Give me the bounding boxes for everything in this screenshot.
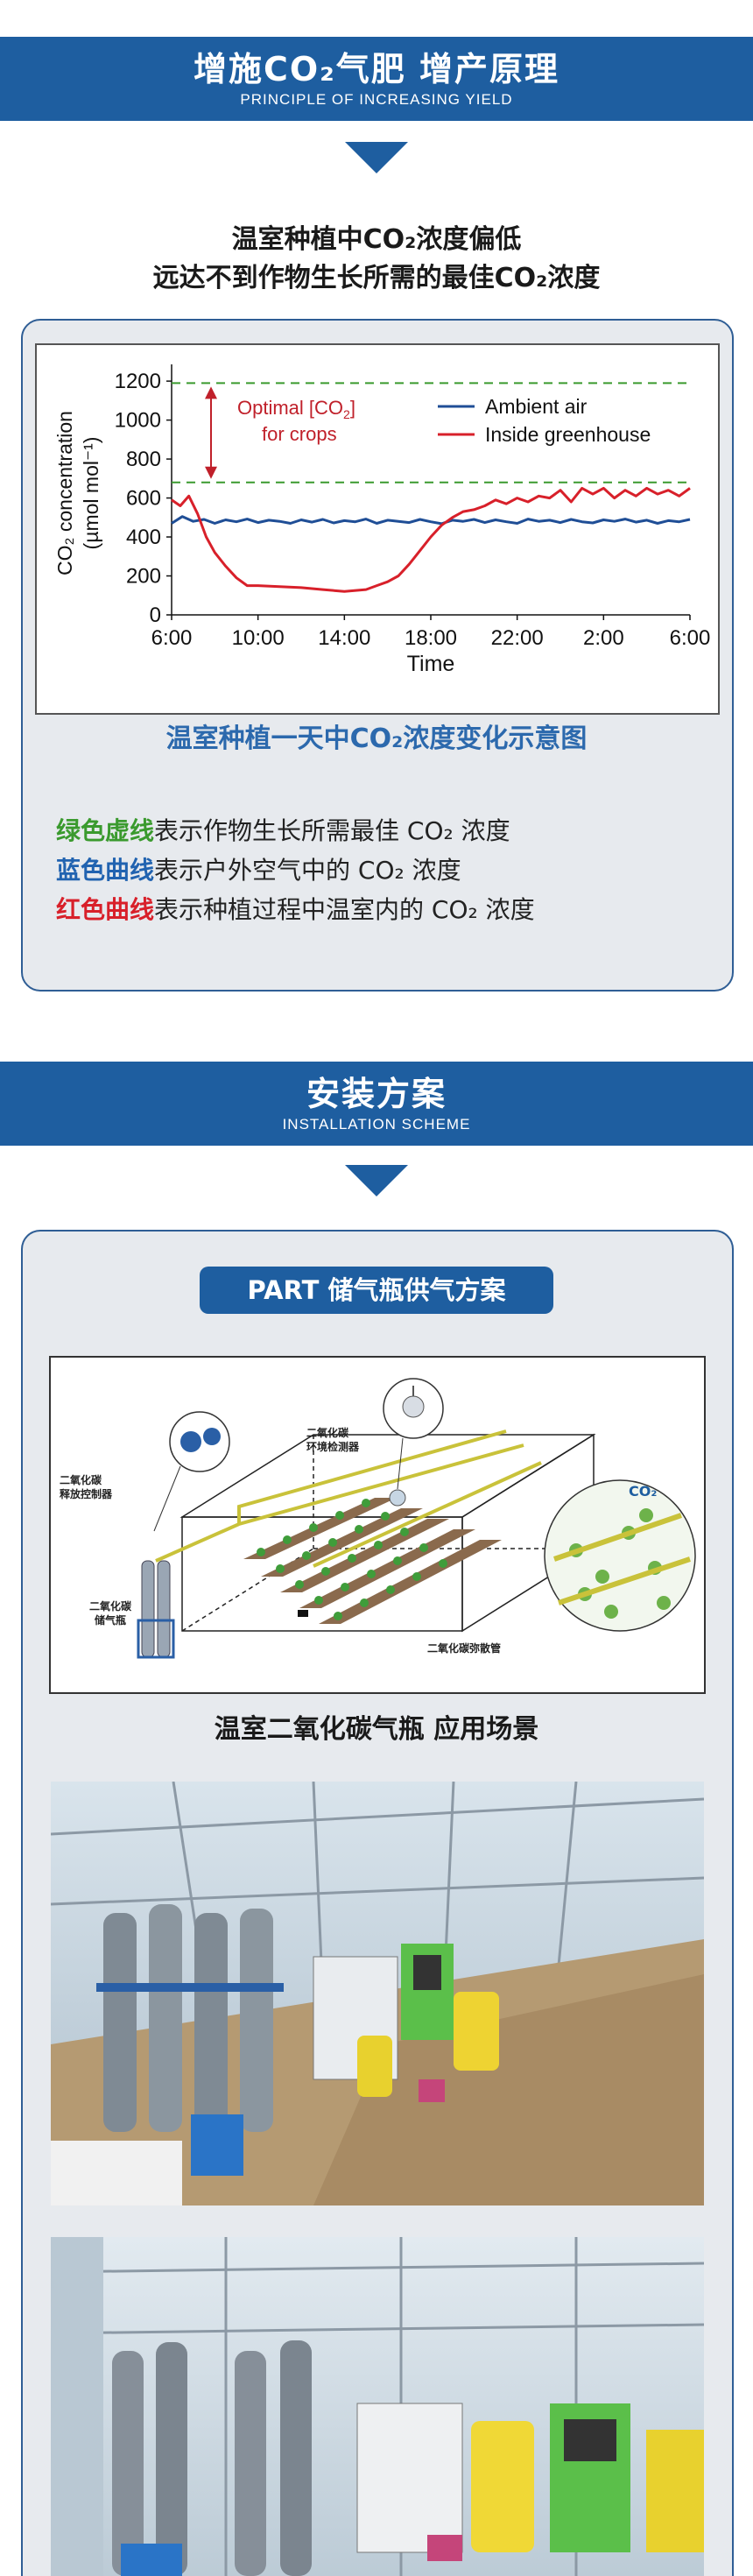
section-header-principle: 增施CO₂气肥 增产原理 PRINCIPLE OF INCREASING YIE… [0, 37, 753, 121]
chart-labels: 0 200 400 600 800 1000 1200 6:00 10:00 14:00 18:00… [53, 370, 710, 676]
controller-label-1: 二氧化碳 [60, 1473, 102, 1486]
greenhouse-photo-1-image [51, 1782, 704, 2205]
x-tick-label: 10:00 [232, 626, 285, 650]
y-tick-label: 1000 [115, 409, 161, 433]
section-header-installation: 安装方案 INSTALLATION SCHEME [0, 1062, 753, 1146]
blue-label: 蓝色曲线 [56, 856, 155, 885]
x-tick-label: 6:00 [151, 626, 193, 650]
planting-rows [243, 1498, 502, 1624]
x-tick-label: 6:00 [670, 626, 711, 650]
chart-axes [166, 364, 691, 620]
x-tick-label: 2:00 [583, 626, 624, 650]
optimal-label-subscript: 2 [343, 407, 350, 421]
section-title: 增施CO₂气肥 增产原理 [193, 50, 560, 88]
cylinder-label-1: 二氧化碳 [89, 1599, 132, 1613]
diffusion-pipes [155, 1429, 542, 1568]
controller-label-2: 释放控制器 [60, 1487, 113, 1500]
section-subtitle: PRINCIPLE OF INCREASING YIELD [240, 91, 513, 108]
pipe-label: 二氧化碳弥散管 [427, 1641, 501, 1655]
headline-line-2: 远达不到作物生长所需的最佳CO₂浓度 [152, 263, 601, 293]
series-line-greenhouse [171, 486, 691, 593]
y-tick-label: 0 [150, 603, 161, 627]
x-axis-label: Time [407, 652, 455, 676]
legend-line-red: 红色曲线表示种植过程中温室内的 CO₂ 浓度 [56, 890, 721, 929]
detector-bubble [383, 1378, 444, 1507]
greenhouse-photo-2 [51, 2237, 704, 2576]
pipe-zoom-bubble [544, 1479, 696, 1632]
photo-cylinders [112, 2340, 312, 2576]
detector-label-1: 二氧化碳 [306, 1426, 349, 1439]
cylinder-label-2: 储气瓶 [95, 1613, 126, 1627]
section-subtitle: INSTALLATION SCHEME [282, 1116, 471, 1133]
scene-caption: 温室二氧化碳气瓶 应用场景 [214, 1714, 539, 1745]
optimal-arrow-head-down [205, 466, 217, 479]
x-tick-label: 18:00 [405, 626, 457, 650]
chart-series [171, 486, 691, 593]
chart-caption: 温室种植一天中CO₂浓度变化示意图 [165, 723, 588, 754]
greenhouse-photo-1 [51, 1782, 704, 2205]
red-label: 红色曲线 [56, 895, 155, 924]
y-axis-label-line1: CO₂ concentration [53, 411, 76, 575]
x-tick-label: 14:00 [318, 626, 370, 650]
chevron-down-icon [345, 1165, 408, 1196]
part-label: PART 储气瓶供气方案 [200, 1267, 553, 1314]
photo-cylinders [96, 1904, 284, 2132]
detector-label-2: 环境检测器 [306, 1440, 360, 1453]
legend-label: Inside greenhouse [485, 423, 651, 446]
greenhouse-diagram-svg: 二氧化碳 释放控制器 二氧化碳 环境检测器 二氧化碳 储气瓶 [60, 1378, 696, 1659]
y-tick-label: 200 [126, 565, 161, 589]
y-tick-label: 800 [126, 448, 161, 471]
installation-diagram: 二氧化碳 释放控制器 二氧化碳 环境检测器 二氧化碳 储气瓶 [49, 1356, 706, 1694]
legend-explanation: 绿色虚线表示作物生长所需最佳 CO₂ 浓度 蓝色曲线表示户外空气中的 CO₂ 浓… [56, 811, 721, 929]
legend-line-blue: 蓝色曲线表示户外空气中的 CO₂ 浓度 [56, 850, 721, 890]
y-tick-label: 1200 [115, 370, 161, 393]
y-tick-label: 400 [126, 526, 161, 549]
green-text: 表示作物生长所需最佳 CO₂ 浓度 [154, 816, 510, 845]
optimal-label-1: Optimal [CO2] [237, 397, 355, 421]
optimal-range [172, 382, 690, 483]
blue-text: 表示户外空气中的 CO₂ 浓度 [154, 856, 461, 885]
optimal-label-2: ] [350, 397, 355, 419]
co2-zoom-label: CO₂ [629, 1483, 657, 1500]
red-text: 表示种植过程中温室内的 CO₂ 浓度 [154, 895, 535, 924]
legend-label: Ambient air [485, 395, 588, 418]
controller-bubble [153, 1411, 230, 1532]
x-tick-label: 22:00 [491, 626, 544, 650]
optimal-arrow-head-up [205, 386, 217, 399]
series-line-ambient [171, 515, 691, 526]
y-tick-label: 600 [126, 487, 161, 511]
greenhouse-photo-2-image [51, 2237, 704, 2576]
legend-line-green: 绿色虚线表示作物生长所需最佳 CO₂ 浓度 [56, 811, 721, 850]
chevron-down-icon [345, 142, 408, 173]
headline-line-1: 温室种植中CO₂浓度偏低 [231, 224, 522, 255]
optimal-label-3: for crops [262, 423, 337, 445]
y-axis-label-line2: (µmol mol⁻¹) [80, 437, 102, 550]
green-label: 绿色虚线 [56, 816, 155, 845]
section-title: 安装方案 [306, 1075, 447, 1113]
gas-cylinders [137, 1560, 175, 1659]
